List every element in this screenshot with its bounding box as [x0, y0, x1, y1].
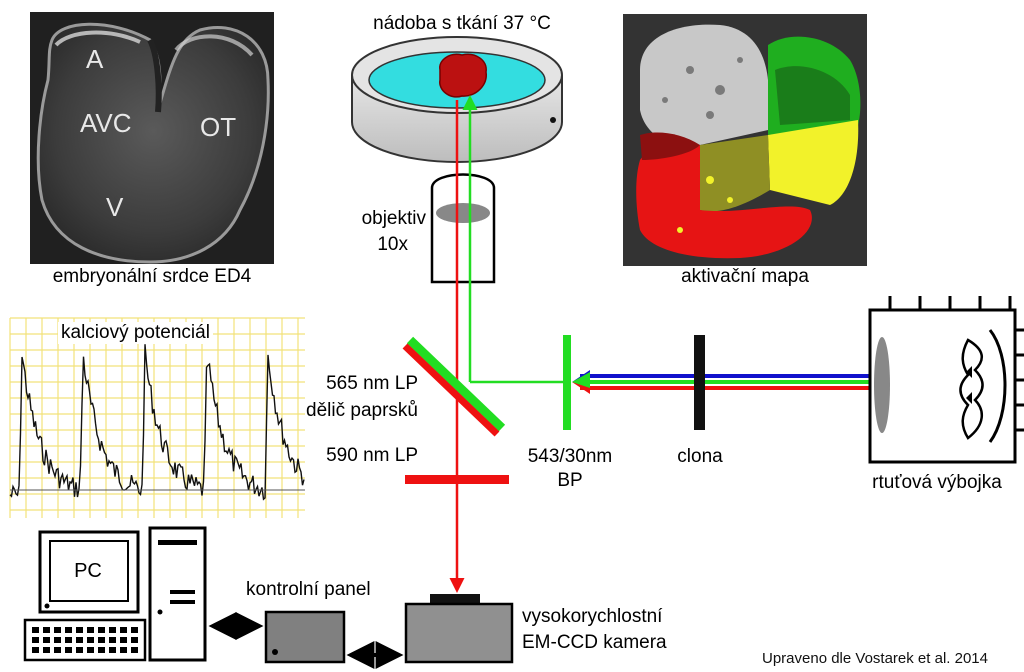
- keyboard-key: [87, 627, 94, 633]
- heart-region-ventricle: V: [106, 192, 124, 222]
- keyboard-key: [109, 637, 116, 643]
- keyboard-key: [131, 627, 138, 633]
- keyboard-key: [54, 647, 61, 653]
- calcium-potential-trace: [9, 317, 305, 518]
- keyboard-key: [54, 627, 61, 633]
- tissue-dish-label: nádoba s tkání 37 °C: [373, 13, 551, 34]
- keyboard-key: [120, 637, 127, 643]
- keyboard-key: [32, 647, 39, 653]
- heart-tissue-sample: [439, 53, 487, 98]
- keyboard-key: [131, 637, 138, 643]
- activation-map-image: [623, 14, 867, 266]
- keyboard-key: [43, 627, 50, 633]
- beamsplitter: [402, 336, 506, 437]
- keyboard-key: [32, 637, 39, 643]
- keyboard-key: [76, 627, 83, 633]
- heart-region-av-canal: AVC: [80, 108, 132, 138]
- excitation-filter: [563, 335, 571, 430]
- keyboard-key: [43, 647, 50, 653]
- light-paths: [449, 95, 568, 593]
- control-panel-label: kontrolní panel: [246, 579, 371, 600]
- keyboard-key: [43, 637, 50, 643]
- keyboard-key: [98, 647, 105, 653]
- credit-caption: Upraveno dle Vostarek et al. 2014: [762, 650, 988, 667]
- emission-filter-label: 590 nm LP: [326, 445, 418, 466]
- keyboard-key: [76, 637, 83, 643]
- pc-keyboard: [23, 618, 147, 662]
- objective-label: objektiv: [361, 208, 426, 229]
- objective-magnification-label: 10x: [377, 234, 408, 255]
- keyboard-key: [120, 627, 127, 633]
- heart-region-atrium: A: [86, 44, 104, 74]
- beamsplitter-label: dělič paprsků: [306, 400, 418, 421]
- keyboard-key: [109, 647, 116, 653]
- lamp-beam: [572, 370, 870, 394]
- pc-monitor: [38, 530, 140, 614]
- keyboard-key: [65, 627, 72, 633]
- emission-filter: [405, 475, 509, 484]
- aperture-label: clona: [677, 446, 723, 467]
- embryonic-heart-image: [30, 12, 274, 264]
- heart-region-outflow-tract: OT: [200, 112, 237, 142]
- keyboard-key: [131, 647, 138, 653]
- mercury-lamp: [868, 296, 1024, 464]
- keyboard-key: [98, 627, 105, 633]
- camera-type-label: EM-CCD kamera: [522, 632, 667, 653]
- keyboard-key: [76, 647, 83, 653]
- calcium-potential-title: kalciový potenciál: [58, 322, 213, 344]
- control-panel: [264, 610, 346, 664]
- keyboard-key: [65, 637, 72, 643]
- keyboard-key: [109, 627, 116, 633]
- pc-label: PC: [74, 560, 102, 582]
- keyboard-key: [32, 627, 39, 633]
- excitation-filter-type-label: BP: [557, 470, 583, 491]
- objective-lens: [430, 173, 496, 284]
- lamp-label: rtuťová výbojka: [872, 472, 1002, 493]
- camera-label: vysokorychlostní: [522, 606, 663, 627]
- keyboard-key: [120, 647, 127, 653]
- beamsplitter-cutoff-label: 565 nm LP: [326, 373, 418, 394]
- keyboard-key: [87, 647, 94, 653]
- keyboard-key: [65, 647, 72, 653]
- keyboard-key: [98, 637, 105, 643]
- pc-tower: [148, 526, 207, 662]
- em-ccd-camera: [404, 594, 514, 664]
- activation-map-caption: aktivační mapa: [681, 266, 809, 287]
- embryonic-heart-caption: embryonální srdce ED4: [52, 266, 252, 287]
- aperture: [694, 335, 705, 430]
- excitation-filter-label: 543/30nm: [527, 446, 613, 467]
- keyboard-key: [54, 637, 61, 643]
- keyboard-key: [87, 637, 94, 643]
